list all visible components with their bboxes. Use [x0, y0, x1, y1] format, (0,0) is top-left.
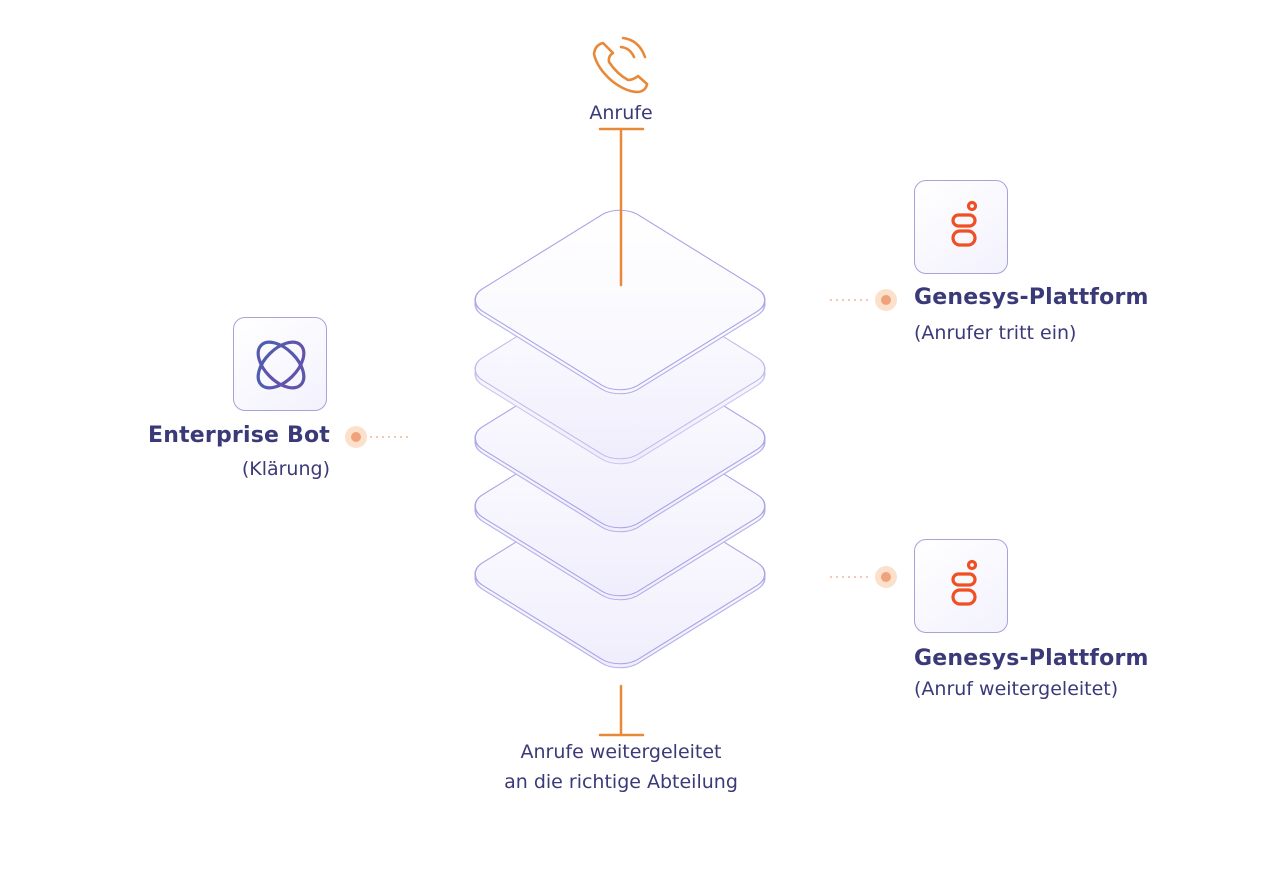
genesys-top-title: Genesys-Plattform: [914, 285, 1149, 310]
genesys-bottom-connector: [830, 566, 897, 588]
bottom-node-label-line2: an die richtige Abteilung: [504, 771, 738, 793]
bottom-connector: [598, 684, 645, 737]
enterprise-bot-title: Enterprise Bot: [148, 423, 330, 448]
top-connector: [598, 127, 645, 287]
genesys-top-icon-box: [914, 180, 1008, 274]
genesys-bottom-icon-box: [914, 539, 1008, 633]
layer-1-top: [474, 209, 766, 395]
enterprise-bot-icon-box: [233, 317, 327, 411]
genesys-top-subtitle: (Anrufer tritt ein): [914, 322, 1077, 344]
enterprise-bot-logo-icon: [256, 340, 306, 390]
phone-ringing-icon: [592, 36, 649, 94]
enterprise-bot-connector: [345, 426, 412, 448]
enterprise-bot-subtitle: (Klärung): [241, 458, 330, 480]
genesys-logo-icon: [951, 200, 978, 247]
genesys-bottom-subtitle: (Anruf weitergeleitet): [914, 678, 1119, 700]
bottom-node-label-line1: Anrufe weitergeleitet: [520, 741, 722, 763]
top-node-label: Anrufe: [589, 102, 653, 124]
genesys-top-connector: [830, 289, 897, 311]
genesys-logo-icon: [951, 559, 978, 606]
genesys-bottom-title: Genesys-Plattform: [914, 646, 1149, 671]
